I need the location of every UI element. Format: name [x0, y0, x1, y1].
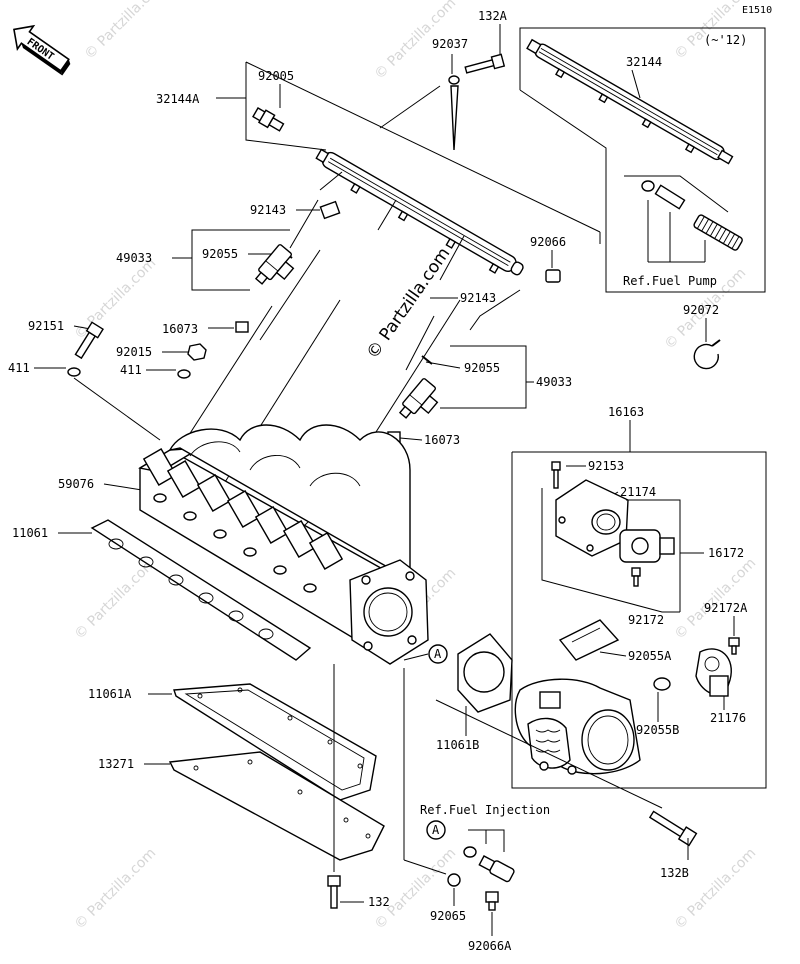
marker-a — [428, 644, 448, 664]
seal-16073 — [235, 321, 249, 333]
part-label: 92066 — [530, 235, 566, 249]
tps-sensor-21176 — [695, 648, 732, 697]
part-label: 32144A — [156, 92, 200, 106]
part-label: 21174 — [620, 485, 656, 499]
diagram-code: E1510 — [742, 5, 772, 16]
washer — [463, 846, 477, 858]
part-label: 16073 — [162, 322, 198, 336]
part-label: 92066A — [468, 939, 512, 953]
part-label: 132B — [660, 866, 689, 880]
watermark-center: © Partzilla.com — [363, 244, 455, 363]
bolt-92151 — [74, 321, 104, 360]
part-label: 32144 — [626, 55, 662, 69]
nut-92015 — [187, 343, 207, 361]
part-label: 92172A — [704, 601, 748, 615]
marker-a-label: A — [432, 823, 440, 837]
bolt-132B — [648, 810, 698, 847]
plug-92066A — [485, 891, 499, 911]
part-label: 92055A — [628, 649, 672, 663]
part-label: 16172 — [708, 546, 744, 560]
part-label: 411 — [8, 361, 30, 375]
part-label: 92072 — [683, 303, 719, 317]
fuel-rail-32144A — [315, 148, 524, 276]
marker-a-label: A — [434, 647, 442, 661]
part-label: 11061A — [88, 687, 132, 701]
grommet-411 — [177, 369, 191, 379]
plate-13271 — [168, 751, 385, 861]
year-note: (~'12) — [704, 33, 747, 47]
part-label: 92172 — [628, 613, 664, 627]
gasket-11061B — [457, 633, 513, 713]
watermark: © Partzilla.com — [72, 255, 160, 343]
part-label: 92015 — [116, 345, 152, 359]
part-label: 92151 — [28, 319, 64, 333]
o-ring-92055 — [421, 355, 433, 365]
clamp-92072 — [693, 339, 721, 370]
fuel-hose-92037 — [448, 75, 460, 151]
front-arrow-icon: FRONT — [13, 24, 71, 76]
watermark: © Partzilla.com — [72, 555, 160, 643]
part-label: 13271 — [98, 757, 134, 771]
fuel-pump-hose — [624, 175, 743, 263]
ref-fuel-injection-label: Ref.Fuel Injection — [420, 803, 550, 817]
intake-manifold-59076 — [138, 424, 429, 665]
gasket-92055A — [558, 619, 620, 661]
part-label: 411 — [120, 363, 142, 377]
ref-fuel-pump-label: Ref.Fuel Pump — [623, 274, 717, 288]
part-label: 11061 — [12, 526, 48, 540]
grommet-411 — [67, 367, 81, 377]
sensor-16172 — [619, 529, 675, 563]
washer-92065 — [447, 873, 461, 887]
part-label: 132A — [478, 9, 508, 23]
isc-valve-21174 — [555, 479, 629, 557]
screw-92153 — [551, 461, 561, 489]
part-label: 92055B — [636, 723, 679, 737]
cap-92066 — [545, 269, 561, 283]
marker-a — [426, 820, 446, 840]
throttle-body — [514, 678, 641, 775]
sensor-92005 — [252, 107, 285, 132]
sensor-fuel — [478, 855, 515, 883]
fuel-rail-32144-box: (~'12) 32144 — [519, 27, 766, 293]
watermark: © Partzilla.com — [672, 555, 760, 643]
watermark: © Partzilla.com — [82, 0, 170, 63]
part-label: 92055 — [464, 361, 500, 375]
part-label: 132 — [368, 895, 390, 909]
fuel-rail-32144 — [526, 38, 734, 165]
part-label: 16163 — [608, 405, 644, 419]
injector-49033 — [398, 378, 439, 419]
o-ring-92143 — [319, 200, 341, 220]
part-label: 92065 — [430, 909, 466, 923]
gasket-11061 — [90, 519, 312, 661]
bolt-132A — [464, 53, 506, 74]
part-label: 92153 — [588, 459, 624, 473]
part-label: 92143 — [250, 203, 286, 217]
part-label: 21176 — [710, 711, 746, 725]
part-label: 49033 — [116, 251, 152, 265]
part-label: 16073 — [424, 433, 460, 447]
o-ring-92055B — [653, 677, 671, 691]
gasket-11061A — [173, 683, 377, 801]
screw-92172 — [631, 567, 641, 587]
part-label: 11061B — [436, 738, 479, 752]
injector-49033 — [254, 244, 295, 285]
bolt-132 — [327, 875, 341, 909]
part-label: 92037 — [432, 37, 468, 51]
part-label: 92005 — [258, 69, 294, 83]
watermark: © Partzilla.com — [72, 845, 160, 933]
part-label: 92055 — [202, 247, 238, 261]
screw-92172A — [728, 637, 740, 655]
part-label: 49033 — [536, 375, 572, 389]
watermark: © Partzilla.com — [672, 845, 760, 933]
part-label: 92143 — [460, 291, 496, 305]
part-label: 59076 — [58, 477, 94, 491]
